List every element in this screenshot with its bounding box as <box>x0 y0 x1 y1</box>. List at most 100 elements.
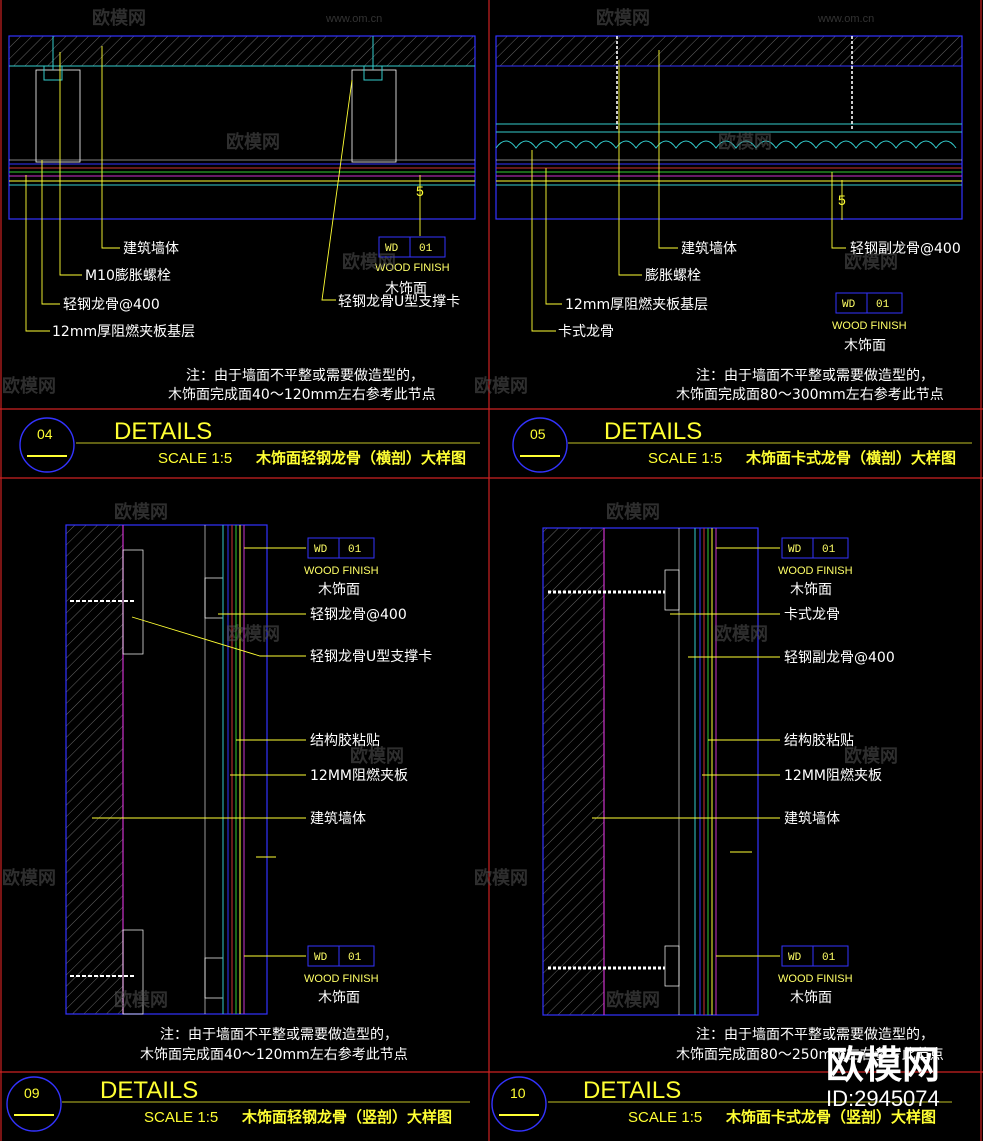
note-09-line2: 木饰面完成面40～120mm左右参考此节点 <box>140 1046 408 1063</box>
svg-text:01: 01 <box>822 952 836 964</box>
detail-number-05: 05 <box>530 426 546 442</box>
svg-text:5: 5 <box>416 183 424 199</box>
svg-text:WD: WD <box>314 544 328 556</box>
svg-text:WD: WD <box>314 952 328 964</box>
title-block-10: 10 DETAILS SCALE 1:5 木饰面卡式龙骨（竖剖）大样图 <box>491 1076 952 1132</box>
watermark-brand: 欧模网 <box>474 867 528 889</box>
label-04-0: 建筑墙体 <box>123 241 179 257</box>
watermark-brand: 欧模网 <box>844 745 898 767</box>
label-04-3: 12mm厚阻燃夹板基层 <box>52 323 195 340</box>
note-05-line2: 木饰面完成面80～300mm左右参考此节点 <box>676 386 944 403</box>
watermark-brand: 欧模网 <box>226 623 280 645</box>
svg-text:01: 01 <box>822 544 836 556</box>
watermark-brand: 欧模网 <box>114 501 168 523</box>
svg-text:WOOD FINISH: WOOD FINISH <box>375 262 450 274</box>
note-09-line1: 注：由于墙面不平整或需要做造型的， <box>160 1027 398 1043</box>
brand-stamp: 欧模网 ID:2945074 <box>826 1043 940 1111</box>
label-09-0: 木饰面 <box>318 582 360 598</box>
scale-09: SCALE 1:5 <box>144 1109 218 1126</box>
label-09-2: 轻钢龙骨U型支撑卡 <box>310 649 432 665</box>
watermark-brand: 欧模网 <box>714 623 768 645</box>
label-10-1: 卡式龙骨 <box>784 607 840 623</box>
note-10-line2: 木饰面完成面80～250mm左右参考此节点 <box>676 1046 944 1063</box>
label-09-1: 轻钢龙骨@400 <box>310 607 407 623</box>
label-10-3: 结构胶粘贴 <box>784 732 854 749</box>
details-heading-10: DETAILS <box>583 1077 681 1104</box>
svg-text:WOOD FINISH: WOOD FINISH <box>778 973 853 985</box>
label-09-4: 12MM阻燃夹板 <box>310 767 408 784</box>
label-04-2: 轻钢龙骨@400 <box>63 297 160 313</box>
detail-number-10: 10 <box>510 1085 526 1101</box>
details-heading-09: DETAILS <box>100 1077 198 1104</box>
svg-text:01: 01 <box>876 299 890 311</box>
label-04-5: 轻钢龙骨U型支撑卡 <box>338 294 460 310</box>
watermark-brand: 欧模网 <box>92 7 146 29</box>
svg-text:01: 01 <box>348 952 362 964</box>
detail-04-labels: 建筑墙体 M10膨胀螺栓 轻钢龙骨@400 12mm厚阻燃夹板基层 木饰面 轻钢… <box>52 236 460 403</box>
label-05-5: 木饰面 <box>844 338 886 354</box>
svg-text:WOOD FINISH: WOOD FINISH <box>832 320 907 332</box>
label-05-1: 膨胀螺栓 <box>645 267 701 284</box>
note-04-line2: 木饰面完成面40～120mm左右参考此节点 <box>168 386 436 403</box>
label-05-3: 卡式龙骨 <box>558 324 614 340</box>
wood-finish-tag-09a: WD 01 WOOD FINISH <box>304 537 379 577</box>
wood-finish-tag-10a: WD 01 WOOD FINISH <box>778 537 853 577</box>
watermark-brand: 欧模网 <box>606 501 660 523</box>
detail-number-09: 09 <box>24 1085 40 1101</box>
detail-number-04: 04 <box>37 426 53 442</box>
svg-text:WOOD FINISH: WOOD FINISH <box>778 565 853 577</box>
label-05-2: 12mm厚阻燃夹板基层 <box>565 296 708 313</box>
svg-text:01: 01 <box>419 243 433 255</box>
detail-09-labels: WD 01 WOOD FINISH 木饰面 轻钢龙骨@400 轻钢龙骨U型支撑卡… <box>140 537 432 1063</box>
watermark-brand: 欧模网 <box>350 745 404 767</box>
wood-finish-tag-05: WD 01 WOOD FINISH <box>832 292 907 332</box>
scale-10: SCALE 1:5 <box>628 1109 702 1126</box>
label-09-3: 结构胶粘贴 <box>310 732 380 749</box>
watermark-url: www.om.cn <box>325 13 382 25</box>
brand-logo-text: 欧模网 <box>826 1043 940 1087</box>
note-04-line1: 注：由于墙面不平整或需要做造型的， <box>186 368 424 384</box>
label-10-6: 木饰面 <box>790 990 832 1006</box>
watermark-brand: 欧模网 <box>114 989 168 1011</box>
watermark-brand: 欧模网 <box>718 131 772 153</box>
wood-finish-tag-09b: WD 01 WOOD FINISH <box>304 945 379 985</box>
watermark-url: www.om.cn <box>817 13 874 25</box>
watermark-brand: 欧模网 <box>474 375 528 397</box>
label-05-4: 轻钢副龙骨@400 <box>850 241 961 257</box>
detail-09-drawing <box>65 524 306 1015</box>
label-05-0: 建筑墙体 <box>681 241 737 257</box>
label-09-5: 建筑墙体 <box>310 811 366 827</box>
label-10-4: 12MM阻燃夹板 <box>784 767 882 784</box>
watermark-brand: 欧模网 <box>226 131 280 153</box>
svg-text:01: 01 <box>348 544 362 556</box>
label-10-5: 建筑墙体 <box>784 811 840 827</box>
label-10-2: 轻钢副龙骨@400 <box>784 650 895 666</box>
svg-text:WD: WD <box>788 544 802 556</box>
title-block-04: 04 DETAILS SCALE 1:5 木饰面轻钢龙骨（横剖）大样图 <box>19 417 480 473</box>
note-05-line1: 注：由于墙面不平整或需要做造型的， <box>696 368 934 384</box>
wood-finish-tag-10b: WD 01 WOOD FINISH <box>778 945 853 985</box>
svg-text:WOOD FINISH: WOOD FINISH <box>304 973 379 985</box>
detail-title-09: 木饰面轻钢龙骨（竖剖）大样图 <box>241 1108 452 1126</box>
details-heading-05: DETAILS <box>604 418 702 445</box>
label-04-1: M10膨胀螺栓 <box>85 267 171 284</box>
svg-text:WD: WD <box>385 243 399 255</box>
watermark-brand: 欧模网 <box>342 251 396 273</box>
watermark-brand: 欧模网 <box>2 375 56 397</box>
label-10-0: 木饰面 <box>790 582 832 598</box>
label-09-6: 木饰面 <box>318 990 360 1006</box>
watermark-brand: 欧模网 <box>606 989 660 1011</box>
detail-05-labels: 建筑墙体 膨胀螺栓 12mm厚阻燃夹板基层 卡式龙骨 轻钢副龙骨@400 木饰面… <box>558 241 961 403</box>
watermark-layer: 欧模网 www.om.cn 欧模网 www.om.cn 欧模网 欧模网 欧模网 … <box>2 7 898 1011</box>
watermark-brand: 欧模网 <box>844 251 898 273</box>
title-block-05: 05 DETAILS SCALE 1:5 木饰面卡式龙骨（横剖）大样图 <box>512 417 972 473</box>
details-heading-04: DETAILS <box>114 418 212 445</box>
brand-id: ID:2945074 <box>826 1086 940 1111</box>
detail-title-04: 木饰面轻钢龙骨（横剖）大样图 <box>255 449 466 467</box>
svg-text:WOOD FINISH: WOOD FINISH <box>304 565 379 577</box>
svg-text:5: 5 <box>838 192 846 208</box>
detail-title-05: 木饰面卡式龙骨（横剖）大样图 <box>745 449 956 467</box>
note-10-line1: 注：由于墙面不平整或需要做造型的， <box>696 1027 934 1043</box>
